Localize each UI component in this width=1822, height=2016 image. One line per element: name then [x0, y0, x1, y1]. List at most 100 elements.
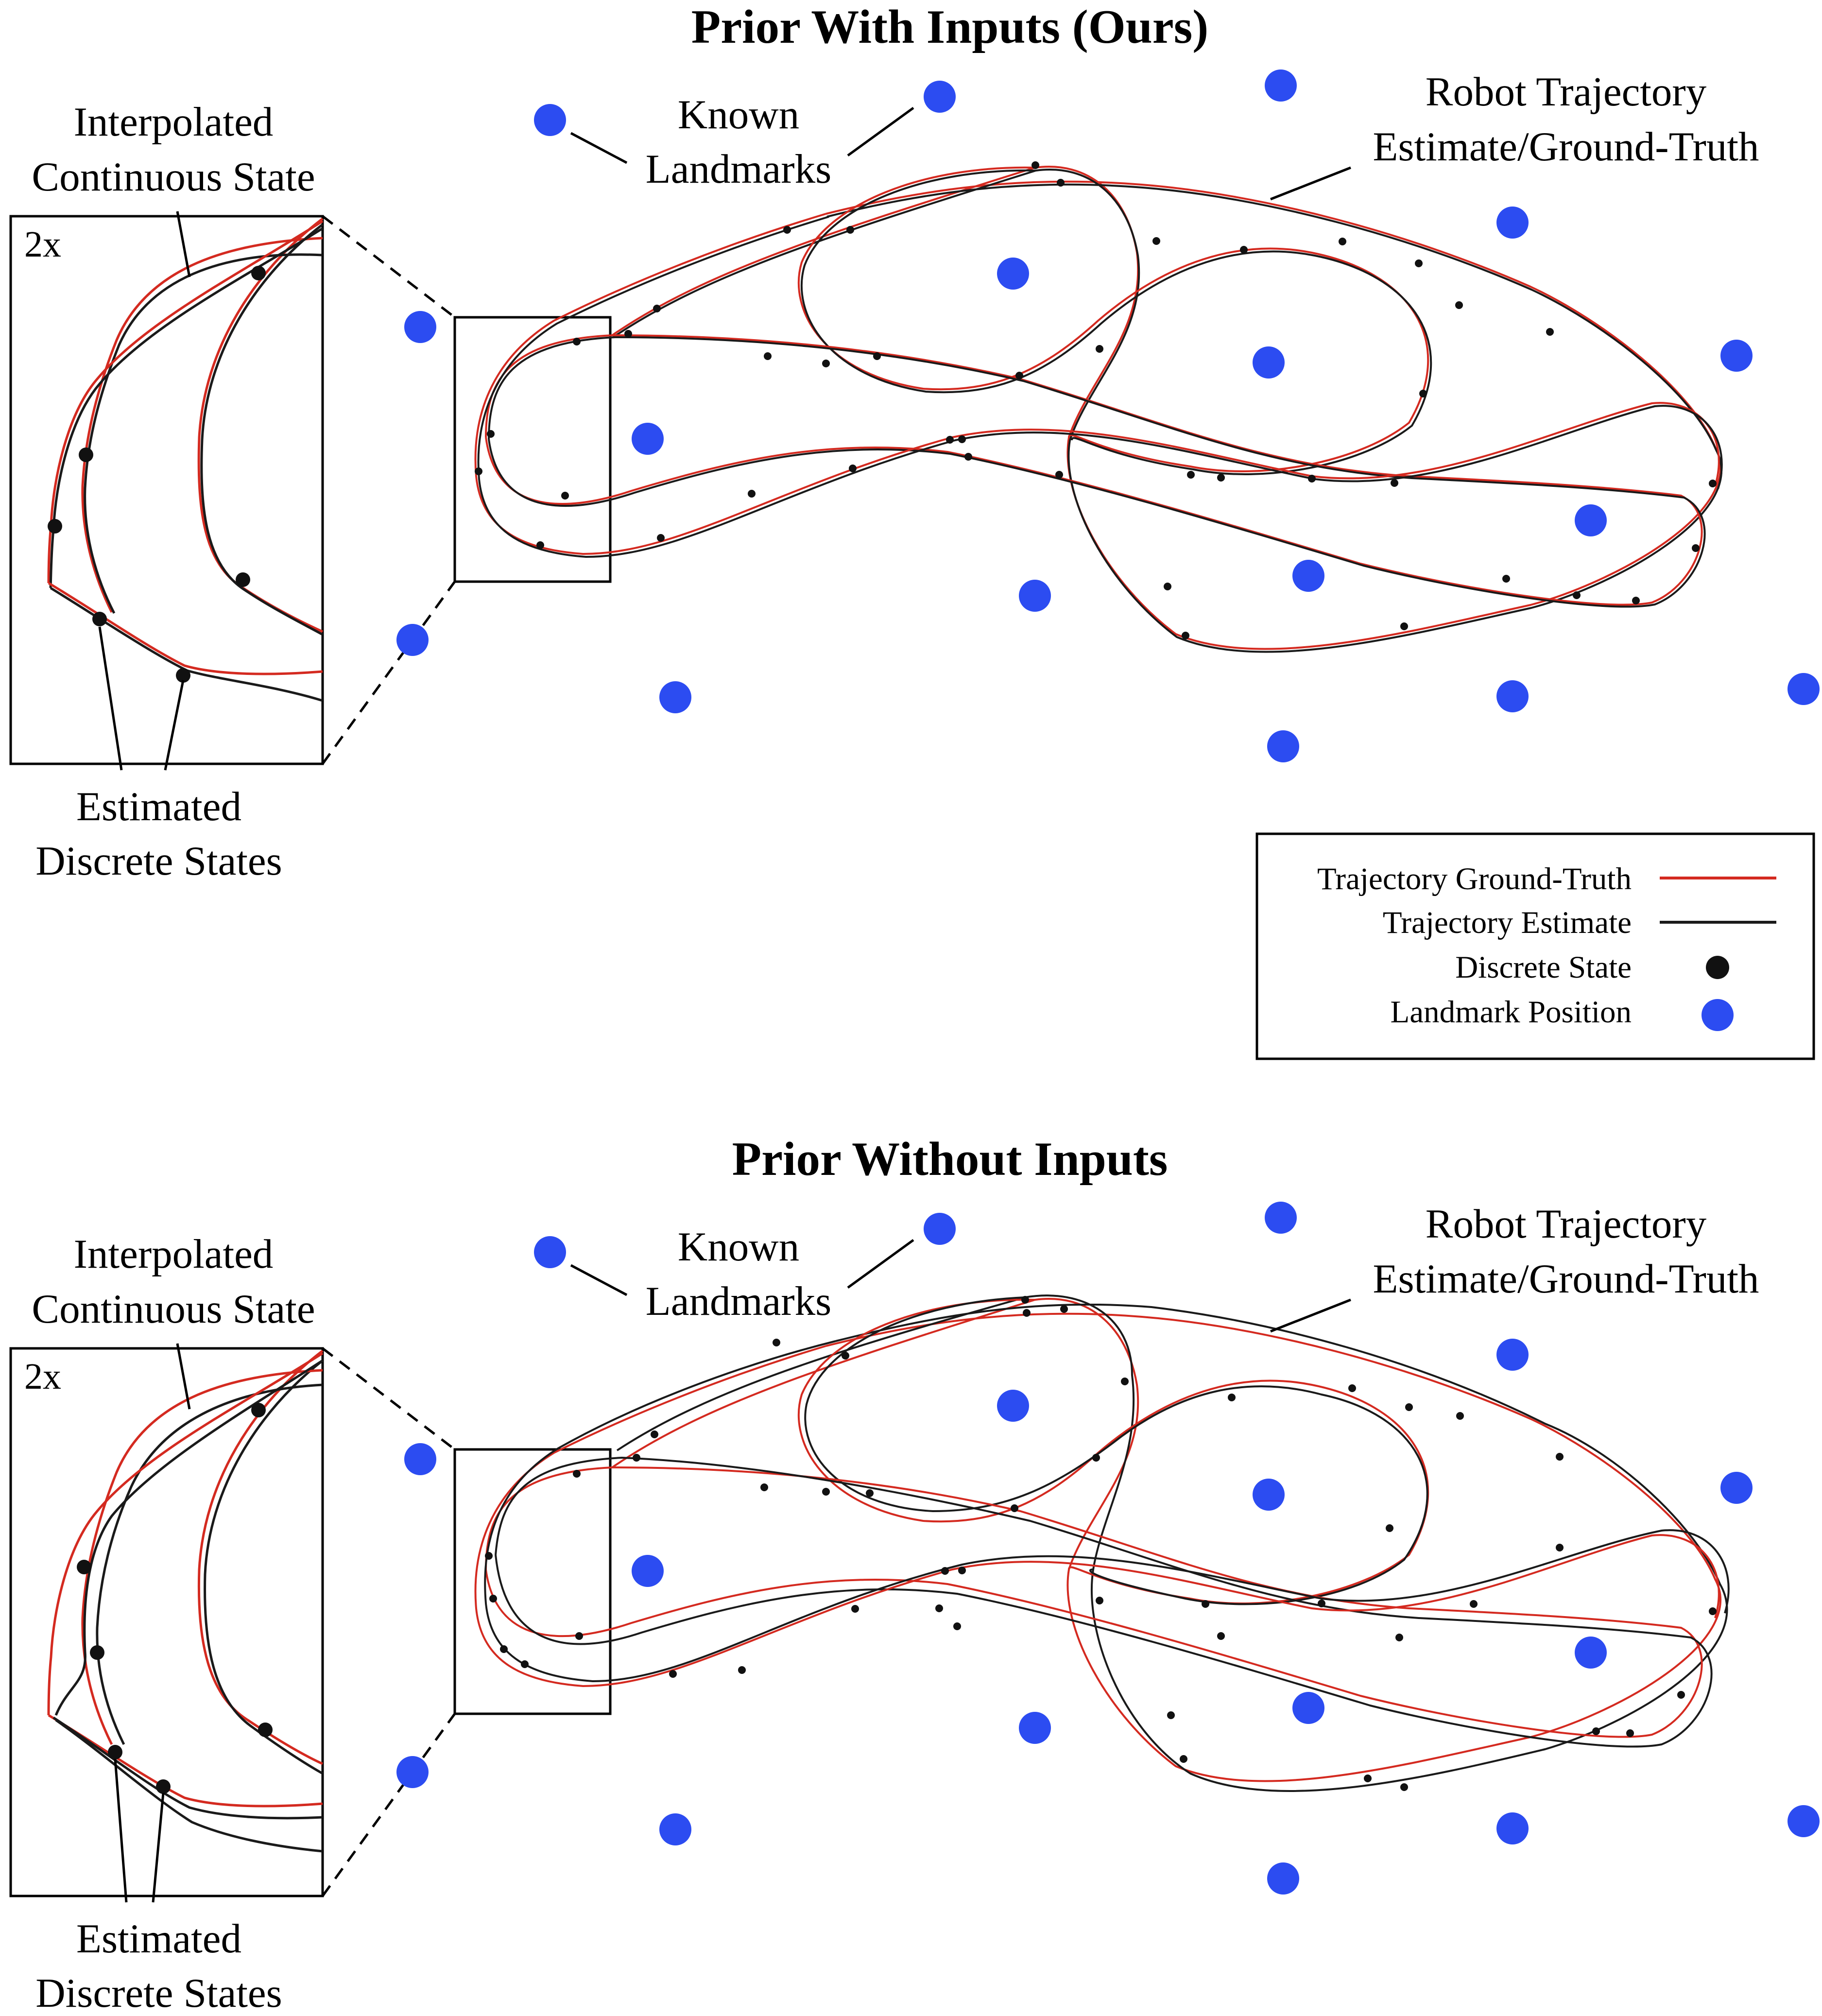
landmark-dot [1496, 207, 1529, 239]
ground-truth-trajectory [611, 1298, 1721, 1782]
discrete-state-dot [1164, 583, 1171, 590]
discrete-state-dot [573, 338, 581, 345]
landmark-dot [659, 1813, 691, 1845]
discrete-state-dot [651, 1430, 658, 1438]
discrete-state-dot [561, 492, 569, 500]
landmark-dot [632, 423, 664, 455]
discrete-state-dot [1419, 390, 1427, 397]
discrete-state-dot [521, 1660, 529, 1668]
discrete-state-dot [773, 1339, 780, 1346]
discrete-state-dot [748, 490, 756, 498]
discrete-state-dot [1546, 328, 1554, 336]
landmarks-leader-line [570, 1264, 628, 1296]
landmarks [396, 1202, 1820, 1895]
inset-trajectories [47, 1350, 324, 1853]
discrete-state-dot [1092, 1454, 1100, 1462]
discrete-state-dot [657, 534, 665, 542]
inset-discrete-state-dot [251, 266, 266, 280]
discrete-state-dot [1592, 1727, 1600, 1735]
zoom-connector [322, 215, 456, 318]
discrete-state-dot [1228, 1394, 1236, 1401]
discrete-state-dot [1502, 575, 1510, 583]
discrete-state-dot [783, 226, 791, 234]
landmark-dot [1019, 580, 1051, 612]
trajectory-label-line2: Estimate/Ground-Truth [1373, 124, 1759, 170]
discrete-state-dot [842, 1352, 849, 1360]
interpolated-leader-line [176, 1343, 191, 1410]
discrete-state-dot [1187, 471, 1195, 479]
interpolated-label-line2: Continuous State [32, 1286, 315, 1332]
zoom-inset-frame [9, 215, 324, 765]
discrete-state-dot [1023, 1309, 1031, 1317]
inset-estimate-curve [204, 1360, 324, 1775]
discrete-state-dot [1202, 1600, 1209, 1608]
legend-discrete-state-dot [1706, 956, 1729, 979]
discrete-state-dot [633, 1454, 640, 1462]
landmark-dot [1496, 1812, 1529, 1844]
zoom-label: 2x [24, 1356, 61, 1397]
discrete-state-dot [1386, 1524, 1393, 1532]
estimate-trajectory [495, 1456, 1713, 1748]
inset-discrete-state-dot [90, 1645, 104, 1660]
zoom-inset: 2x Interpolated Continuou [9, 1231, 324, 2016]
panel-title: Prior With Inputs (Ours) [691, 0, 1208, 53]
legend-label-discrete-state: Discrete State [1455, 950, 1632, 985]
inset-discrete-states [77, 1403, 273, 1794]
discrete-state-dot [1348, 1384, 1356, 1392]
trajectory-label-line1: Robot Trajectory [1426, 1201, 1707, 1247]
discrete-state-dot [946, 436, 954, 444]
discrete-state-dot [489, 1595, 497, 1602]
landmark-dot [1292, 1692, 1324, 1724]
discrete-state-dot [1455, 301, 1463, 309]
inset-ground-truth-curve [48, 582, 323, 675]
estimated-leader-line [152, 1792, 165, 1903]
estimated-label-line1: Estimated [76, 1916, 241, 1962]
discrete-state-dot [1217, 474, 1225, 482]
discrete-state-dot [851, 1605, 859, 1613]
panel-without-inputs: Prior Without Inputs 2x [9, 1133, 1820, 2016]
inset-discrete-state-dot [77, 1560, 91, 1574]
estimate-trajectory [488, 336, 1706, 608]
trajectory-leader-line [1270, 1298, 1351, 1333]
discrete-state-dot [1308, 475, 1316, 482]
estimate-trajectory [804, 1296, 1428, 1605]
discrete-state-dot [1556, 1544, 1564, 1551]
discrete-state-dot [624, 330, 632, 338]
landmark-dot [1788, 673, 1820, 705]
zoom-connector [321, 581, 456, 765]
landmark-dot [924, 1213, 956, 1245]
discrete-state-dot [1400, 1783, 1408, 1791]
landmarks-leader-line [847, 106, 914, 157]
inset-estimate-curve [200, 224, 324, 636]
discrete-state-dot [1121, 1378, 1129, 1385]
landmark-dot [659, 681, 691, 713]
landmark-dot [534, 1236, 566, 1268]
landmark-dot [1292, 560, 1324, 592]
landmarks-label-line1: Known [678, 1224, 799, 1270]
panel-title: Prior Without Inputs [732, 1133, 1168, 1186]
discrete-states [475, 161, 1717, 639]
ground-truth-trajectory [611, 166, 1721, 650]
discrete-state-dot [1060, 1305, 1068, 1313]
landmark-dot [534, 104, 566, 136]
landmark-dot [396, 624, 429, 656]
legend-landmark-dot [1702, 999, 1734, 1031]
discrete-state-dot [487, 430, 495, 438]
landmark-dot [1720, 340, 1753, 372]
interpolated-label-line1: Interpolated [74, 99, 274, 145]
discrete-state-dot [475, 467, 482, 475]
inset-estimate-curve [52, 1716, 323, 1820]
discrete-state-dot [1573, 591, 1581, 599]
discrete-state-dot [941, 1567, 949, 1575]
discrete-state-dot [1096, 1597, 1103, 1604]
discrete-state-dot [1015, 372, 1023, 379]
discrete-state-dot [1339, 238, 1346, 245]
landmark-dot [1265, 1202, 1297, 1234]
discrete-state-dot [1391, 479, 1398, 487]
legend-label-landmark: Landmark Position [1391, 995, 1632, 1030]
discrete-state-dot [1217, 1632, 1225, 1640]
landmark-dot [1265, 69, 1297, 102]
discrete-state-dot [1364, 1775, 1372, 1782]
discrete-state-dot [1632, 597, 1640, 604]
